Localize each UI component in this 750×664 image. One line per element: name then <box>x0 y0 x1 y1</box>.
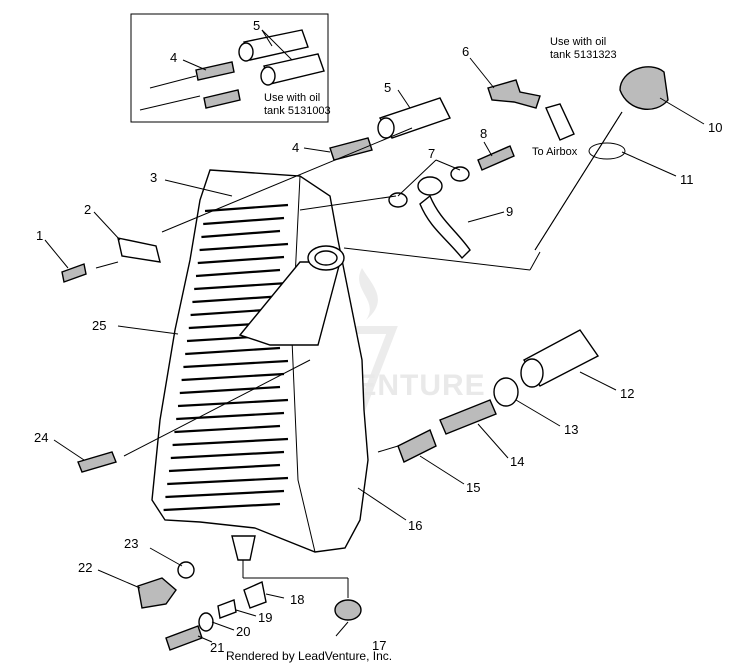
bracket-2 <box>117 237 161 263</box>
tank-rib <box>201 229 281 239</box>
tank-rib <box>199 242 289 252</box>
switch-15 <box>397 429 437 463</box>
tank-rib <box>176 411 285 421</box>
callout-8: 8 <box>480 126 487 141</box>
leader-lines <box>44 29 705 643</box>
inset-note-line2: tank 5131003 <box>264 105 331 117</box>
elbow-6 <box>487 79 541 109</box>
callout-14: 14 <box>510 454 524 469</box>
callout-16: 16 <box>408 518 422 533</box>
washer-20 <box>198 612 214 632</box>
tank-rib <box>197 255 285 265</box>
callout-1: 1 <box>36 228 43 243</box>
fitting-4 <box>329 137 373 161</box>
callout-3: 3 <box>150 170 157 185</box>
callout-6: 6 <box>462 44 469 59</box>
footer-credit: Rendered by LeadVenture, Inc. <box>226 649 392 663</box>
washer-23 <box>177 561 195 579</box>
callout-11: 11 <box>680 172 694 187</box>
callout-18: 18 <box>290 592 304 607</box>
tank-rib <box>192 294 285 304</box>
spacer-19 <box>217 599 237 619</box>
callout-15: 15 <box>466 480 480 495</box>
airbox-note: To Airbox <box>532 146 578 158</box>
screw-1 <box>61 263 87 283</box>
callout-22: 22 <box>78 560 92 575</box>
bolt-21 <box>165 625 203 651</box>
callout-2: 2 <box>84 202 91 217</box>
tank-rib <box>167 476 289 486</box>
inset-box <box>130 13 329 123</box>
callout-7: 7 <box>428 146 435 161</box>
callout-4-inset: 4 <box>170 50 177 65</box>
callout-10: 10 <box>708 120 722 135</box>
dipstick-cap <box>534 66 669 251</box>
oil-tank-body <box>151 169 369 561</box>
tank-rib <box>168 463 281 473</box>
callout-5-inset: 5 <box>253 18 260 33</box>
callout-25: 25 <box>92 318 106 333</box>
bolt-8 <box>477 145 515 171</box>
tank-rib <box>204 203 289 213</box>
callout-13: 13 <box>564 422 578 437</box>
callout-17: 17 <box>372 638 386 653</box>
tank-rib <box>163 502 281 512</box>
tank-ribs <box>163 203 289 512</box>
tank-rib <box>172 437 289 447</box>
callout-9: 9 <box>506 204 513 219</box>
tank-rib <box>183 359 289 369</box>
tank-rib <box>194 281 289 291</box>
fitting-18 <box>243 581 267 609</box>
callout-5: 5 <box>384 80 391 95</box>
tank-rib <box>174 424 281 434</box>
fitting-14 <box>439 399 497 435</box>
tank-rib <box>203 216 285 226</box>
callout-19: 19 <box>258 610 272 625</box>
callout-23: 23 <box>124 536 138 551</box>
tank-rib <box>170 450 285 460</box>
tank-rib <box>195 268 281 278</box>
tank-rib <box>181 372 285 382</box>
top-note-line1: Use with oil <box>550 36 606 48</box>
callout-20: 20 <box>236 624 250 639</box>
callout-21: 21 <box>210 640 224 655</box>
tank-rib <box>165 489 285 499</box>
callout-12: 12 <box>620 386 634 401</box>
tank-rib <box>185 346 281 356</box>
tank-rib <box>179 385 281 395</box>
top-note-line2: tank 5131323 <box>550 49 617 61</box>
callout-24: 24 <box>34 430 48 445</box>
callout-labels: 1 2 3 4 4 5 5 6 7 8 9 10 11 12 13 14 15 … <box>34 18 722 655</box>
clamp-13 <box>493 377 519 407</box>
tank-rib <box>177 398 289 408</box>
grommet-17 <box>334 599 362 621</box>
inset-note-line1: Use with oil <box>264 92 320 104</box>
bolt-24 <box>77 451 117 473</box>
callout-4: 4 <box>292 140 299 155</box>
banjo-fitting-7 <box>388 166 471 260</box>
drain-plug-22 <box>137 577 177 609</box>
